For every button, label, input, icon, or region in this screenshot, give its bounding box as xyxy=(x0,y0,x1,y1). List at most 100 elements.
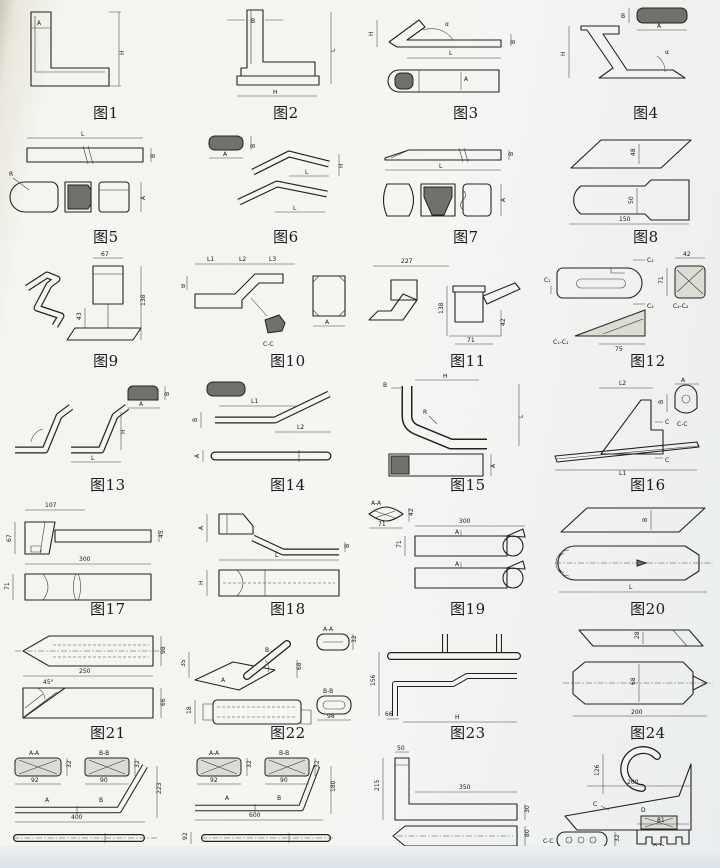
geometry xyxy=(570,139,692,221)
figure-16-cell: L2 C C L1 A B C-C 图16 xyxy=(540,372,720,496)
dim-label: 48 xyxy=(630,148,637,156)
figure-3-cell: α H B L A 图3 xyxy=(360,0,540,124)
dim-label: 68 xyxy=(630,677,637,685)
figure-21-drawing: 250 98 45° 66 xyxy=(15,635,167,719)
dim-label: L xyxy=(629,584,633,591)
figure-1-caption: 图1 xyxy=(93,104,119,122)
figure-24-cell: 28 68 200 图24 xyxy=(540,620,720,744)
dimensions: B L xyxy=(559,510,707,593)
dimensions: B L H xyxy=(227,12,337,97)
dimensions: A B 35 68 A-A 32 18 B-B 98 xyxy=(181,626,358,724)
dim-label: B xyxy=(250,144,257,148)
geometry xyxy=(208,135,330,206)
figure-23-caption: 图23 xyxy=(450,724,486,742)
dimensions: B A H L L xyxy=(209,136,345,213)
figure-22-drawing: A B 35 68 A-A 32 18 B-B 98 xyxy=(181,626,358,725)
dimensions: H L A B xyxy=(71,386,171,463)
dim-label: C₂ xyxy=(647,303,654,310)
dimensions: A-A 92 32 B-B 90 32 A B 400 223 xyxy=(15,750,163,823)
geometry xyxy=(24,521,152,601)
dim-label: B xyxy=(164,392,171,396)
figure-10-cell: L1 L2 L3 B C-C A 图10 xyxy=(180,248,360,372)
dim-label: 42 xyxy=(683,251,691,258)
dimensions: L1 L2 L3 B C-C A xyxy=(181,256,345,348)
figure-5-drawing: L B R A xyxy=(9,131,157,213)
geometry xyxy=(206,381,332,462)
dim-label: 81 xyxy=(657,817,665,824)
dim-label: A xyxy=(225,795,230,802)
dim-label: H xyxy=(273,89,278,96)
figure-21-cell: 250 98 45° 66 图21 xyxy=(0,620,180,744)
dim-label: B xyxy=(192,418,199,422)
dim-label: 66 xyxy=(160,698,167,706)
dim-label: 32 xyxy=(66,760,73,768)
figure-5-cell: L B R A 图5 xyxy=(0,124,180,248)
dim-label: B xyxy=(277,795,281,802)
dim-label: 215 xyxy=(374,779,381,791)
figure-24-caption: 图24 xyxy=(630,724,666,742)
geometry xyxy=(194,273,346,334)
dim-label: C₂-C₂ xyxy=(673,303,689,310)
dim-label: H xyxy=(120,429,127,434)
dim-label: L2 xyxy=(239,256,246,263)
dim-label: L1 xyxy=(251,398,258,405)
geometry xyxy=(387,19,502,93)
geometry xyxy=(554,384,700,463)
dim-label: L1 xyxy=(207,256,214,263)
figure-7-cell: L B A 图7 xyxy=(360,124,540,248)
figure-23-cell: 156 H 66 图23 xyxy=(360,620,540,744)
dim-label: 42 xyxy=(408,508,415,516)
dim-label: C xyxy=(593,801,597,808)
dim-label: 150 xyxy=(619,216,631,223)
geometry xyxy=(388,386,487,477)
dim-label: A xyxy=(325,319,330,326)
dim-label: 223 xyxy=(156,782,163,794)
figure-4-drawing: B A H α xyxy=(560,7,688,79)
dim-label: 90 xyxy=(280,777,288,784)
dim-label: B xyxy=(658,400,665,404)
dim-label: 400 xyxy=(71,814,83,821)
dim-label: 200 xyxy=(627,779,639,786)
dim-label: A xyxy=(140,195,147,200)
dim-label: 50 xyxy=(397,745,405,752)
dim-label: 32 xyxy=(614,834,621,842)
figure-15-caption: 图15 xyxy=(450,476,486,494)
geometry xyxy=(25,265,142,341)
figure-12-drawing: C₂ C₁ C₂ 42 71 C₂-C₂ C₁-C₁ 75 xyxy=(544,251,706,353)
dim-label: L xyxy=(330,48,337,52)
geometry xyxy=(387,634,521,716)
geometry xyxy=(194,633,352,725)
dim-label: R xyxy=(9,171,13,178)
geometry xyxy=(555,507,713,581)
dim-label: A xyxy=(500,197,507,202)
dimensions: A-A 92 32 B-B 90 32 A B 600 180 92 xyxy=(182,750,337,844)
figure-11-drawing: 227 138 71 42 xyxy=(368,258,521,345)
geometry xyxy=(13,757,159,843)
geometry xyxy=(9,145,144,213)
geometry xyxy=(15,385,159,454)
figure-22-caption: 图22 xyxy=(270,724,306,742)
dim-label: L xyxy=(91,455,95,462)
dim-label: R xyxy=(423,409,427,416)
geometry xyxy=(30,11,110,87)
dim-label: B-B xyxy=(279,750,289,757)
dimensions: 48 50 150 xyxy=(569,144,689,225)
dim-label: 43 xyxy=(76,312,83,320)
dim-label: B xyxy=(510,40,517,44)
dim-label: A xyxy=(490,463,497,468)
figure-21-caption: 图21 xyxy=(90,724,126,742)
dim-label: A-A xyxy=(29,750,40,757)
figure-15-cell: B H R L A 图15 xyxy=(360,372,540,496)
figure-1-drawing: A H xyxy=(30,11,126,87)
dim-label: L2 xyxy=(619,380,626,387)
dim-label: A xyxy=(223,151,228,158)
dimensions: 156 H 66 xyxy=(370,652,517,723)
dim-label: 67 xyxy=(6,534,13,542)
figure-10-caption: 图10 xyxy=(270,352,306,370)
dim-label: A xyxy=(455,561,460,568)
dim-label: C₁-C₁ xyxy=(553,339,569,346)
figure-18-caption: 图18 xyxy=(270,600,306,618)
figure-12-caption: 图12 xyxy=(630,352,666,370)
dim-label: B xyxy=(150,154,157,158)
figure-24-drawing: 28 68 200 xyxy=(563,629,713,717)
